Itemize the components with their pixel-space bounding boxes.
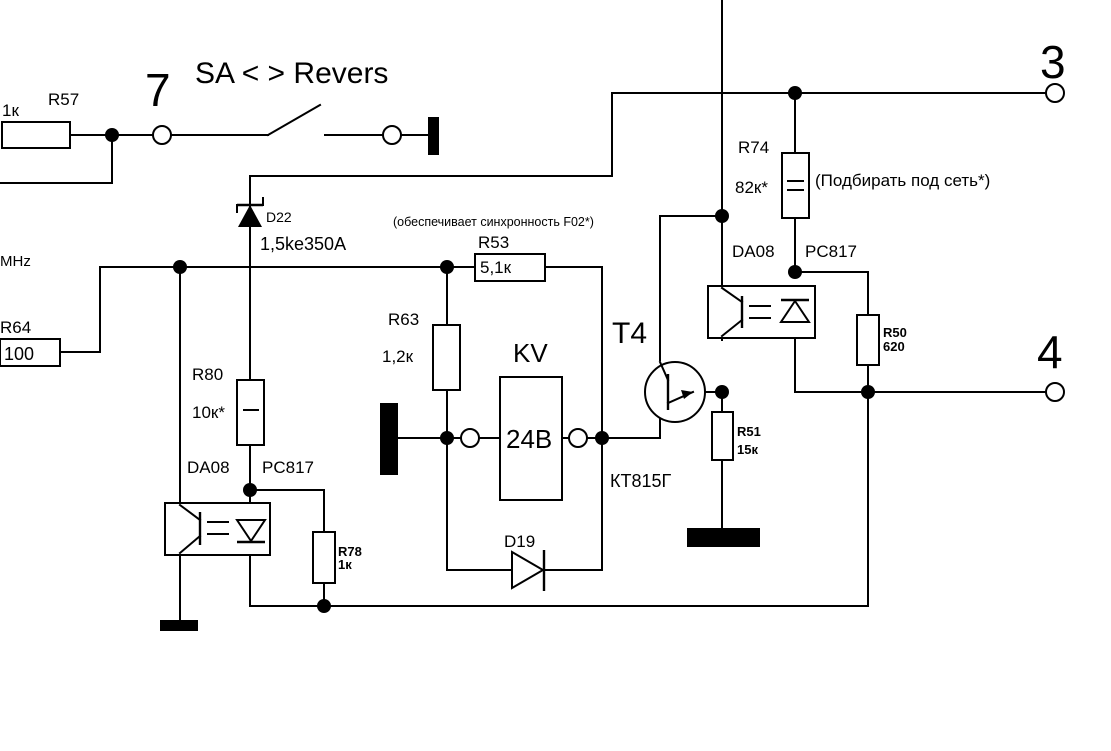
opto-right-led xyxy=(779,299,811,323)
switch-blade xyxy=(266,103,322,137)
labels: 7 3 4 SA < > Revers R57 1к R64 100 MHz D… xyxy=(0,36,1066,572)
junction xyxy=(440,431,454,445)
r51-ref: R51 xyxy=(737,424,761,439)
terminal-7-contact xyxy=(152,125,172,145)
wire-terminal4 xyxy=(794,339,1056,393)
ground-bar-switch xyxy=(428,117,439,155)
r80-value: 10к* xyxy=(192,403,225,422)
t4-type: КТ815Г xyxy=(610,471,672,491)
r74-value: 82к* xyxy=(735,178,768,197)
ground-bar-relay xyxy=(380,403,398,475)
junction xyxy=(715,385,729,399)
r57-value: 1к xyxy=(2,101,19,120)
d22-value: 1,5ke350A xyxy=(260,234,346,254)
diode-d22 xyxy=(236,197,264,227)
wire-top-rail xyxy=(249,92,1056,177)
resistor-boxes xyxy=(0,121,880,584)
r50-ref: R50 xyxy=(883,325,907,340)
junction xyxy=(243,483,257,497)
resistor-r63 xyxy=(432,324,461,391)
r64-value: 100 xyxy=(4,344,34,364)
terminal-3-contact xyxy=(1045,83,1065,103)
d19-triangle xyxy=(511,550,545,590)
r57-ref: R57 xyxy=(48,90,79,109)
t4-emitter-arrow xyxy=(681,390,693,399)
wires xyxy=(0,0,1056,626)
junction xyxy=(788,265,802,279)
freq-note: MHz xyxy=(0,253,31,270)
sync-note: (обеспечивает синхронность F02*) xyxy=(393,215,594,229)
select-note: (Подбирать под сеть*) xyxy=(815,171,990,190)
terminal-4-contact xyxy=(1045,382,1065,402)
wire-r53-relay-right xyxy=(544,266,603,571)
d22-ref: D22 xyxy=(266,209,292,225)
resistor-r51 xyxy=(711,411,734,461)
switch-contact-right xyxy=(382,125,402,145)
optocoupler-left xyxy=(164,502,271,556)
opto-left-led xyxy=(235,519,267,543)
terminal-3-label: 3 xyxy=(1040,36,1066,88)
r63-ref: R63 xyxy=(388,310,419,329)
r64-ref: R64 xyxy=(0,318,31,337)
resistor-r80 xyxy=(236,379,265,446)
resistor-r78 xyxy=(312,531,336,584)
terminal-7-label: 7 xyxy=(145,64,171,116)
resistor-r57 xyxy=(1,121,71,149)
r80-ref: R80 xyxy=(192,365,223,384)
opto-left-ref: DA08 xyxy=(187,458,230,477)
relay-voltage: 24В xyxy=(506,424,552,454)
relay-pin-left xyxy=(460,428,480,448)
wire-switch-return xyxy=(0,134,113,184)
optocoupler-right xyxy=(707,285,816,339)
r78-value: 1к xyxy=(338,557,352,572)
junction xyxy=(861,385,875,399)
ground-bar-r51 xyxy=(687,528,760,547)
r53-ref: R53 xyxy=(478,233,509,252)
ground-bar-opto-left xyxy=(160,620,198,631)
t4-body xyxy=(644,361,706,423)
t4-ref: T4 xyxy=(612,317,647,350)
opto-left-type: PC817 xyxy=(262,458,314,477)
open-terminals xyxy=(152,83,1065,448)
r78-ref: R78 xyxy=(338,544,362,559)
r63-value: 1,2к xyxy=(382,347,414,366)
opto-right-type: PC817 xyxy=(805,242,857,261)
opto-left-collector xyxy=(178,503,202,522)
resistor-r50 xyxy=(856,314,880,366)
relay-ref: KV xyxy=(513,338,548,368)
opto-right-ref: DA08 xyxy=(732,242,775,261)
terminal-4-label: 4 xyxy=(1037,326,1063,378)
r51-value: 15к xyxy=(737,442,758,457)
junction xyxy=(715,209,729,223)
resistor-r53 xyxy=(474,253,546,282)
resistor-r74 xyxy=(781,152,810,219)
r50-value: 620 xyxy=(883,339,905,354)
d22-triangle xyxy=(238,205,262,227)
d19-ref: D19 xyxy=(504,532,535,551)
opto-left-emitter xyxy=(178,534,202,555)
junction xyxy=(317,599,331,613)
opto-right-emitter xyxy=(720,318,744,338)
junctions xyxy=(105,86,875,613)
junction xyxy=(105,128,119,142)
t4-collector-lead xyxy=(658,360,670,382)
junction xyxy=(173,260,187,274)
junction xyxy=(788,86,802,100)
wire-r78-top xyxy=(249,489,325,533)
relay-pin-right xyxy=(568,428,588,448)
wire-r64-bus xyxy=(59,266,476,353)
junction xyxy=(595,431,609,445)
junction xyxy=(440,260,454,274)
transistor-t4 xyxy=(644,360,706,423)
switch-label: SA < > Revers xyxy=(195,57,388,90)
wire-r50-top xyxy=(794,271,869,316)
diode-d19 xyxy=(511,550,546,591)
r53-value: 5,1к xyxy=(480,258,512,277)
resistor-r64 xyxy=(0,338,61,367)
opto-right-collector xyxy=(720,286,744,304)
r74-ref: R74 xyxy=(738,138,769,157)
relay-kv-coil xyxy=(499,376,563,501)
